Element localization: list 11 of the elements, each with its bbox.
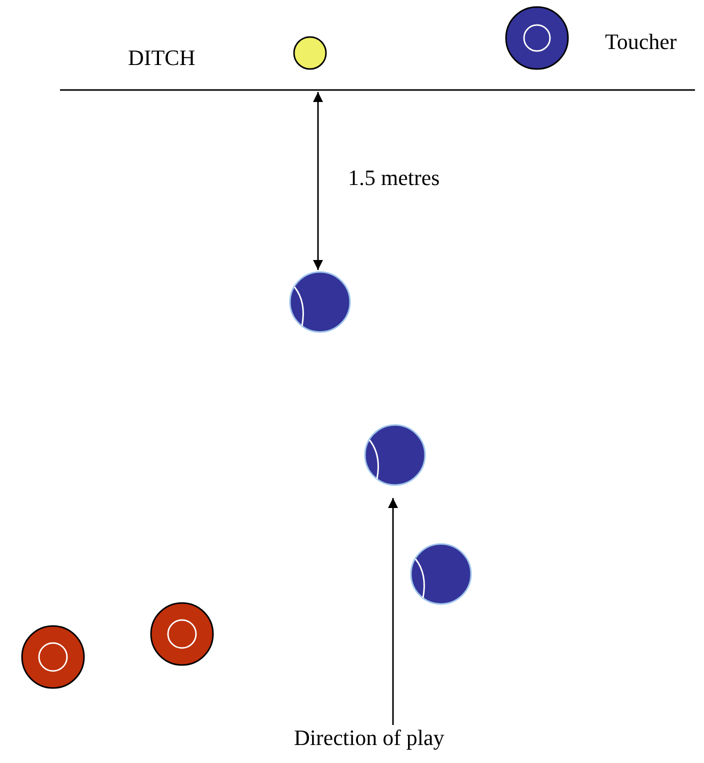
bowl-drawing xyxy=(150,602,214,666)
ditch-label: DITCH xyxy=(128,46,196,70)
bowl-label: Toucher xyxy=(605,30,677,54)
bowl-drawing xyxy=(505,6,569,70)
bowl-drawing xyxy=(21,625,85,689)
dimension-label: 1.5 metres xyxy=(348,166,440,190)
jack-ball xyxy=(293,36,327,70)
direction-label: Direction of play xyxy=(294,726,444,750)
bowl-drawing xyxy=(289,271,351,333)
bowl-drawing xyxy=(410,543,472,605)
bowl-drawing xyxy=(364,424,426,486)
